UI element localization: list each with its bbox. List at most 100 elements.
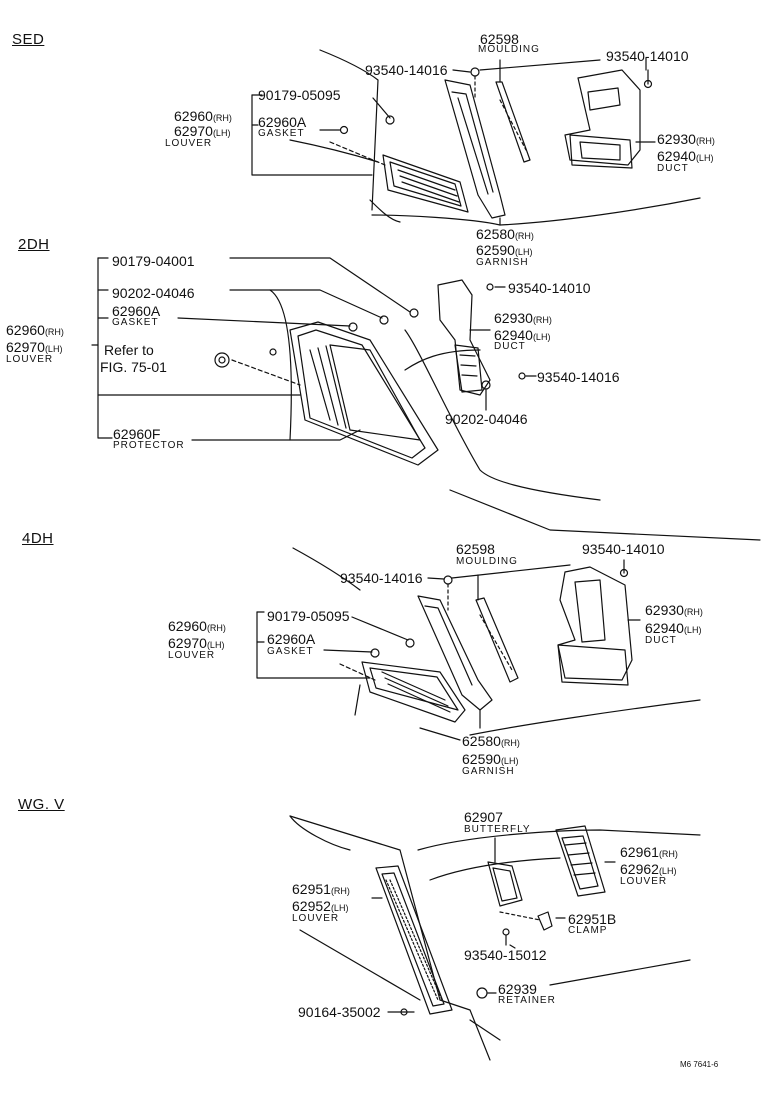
4dh-label-93540-14010: 93540-14010 <box>582 541 665 557</box>
2dh-label-90202-04046-a: 90202-04046 <box>112 285 195 301</box>
sed-label-garnish: GARNISH <box>476 257 529 268</box>
4dh-label-62970: 62970(LH) <box>168 635 225 651</box>
wgv-label-93540-15012: 93540-15012 <box>464 947 547 963</box>
4dh-label-garnish: GARNISH <box>462 766 515 777</box>
sed-label-62598: 62598 <box>480 31 519 47</box>
sed-label-93540-14016: 93540-14016 <box>365 62 448 78</box>
4dh-drawing <box>256 547 701 741</box>
wgv-screw-93540-icon <box>502 928 510 936</box>
sed-label-93540-14010: 93540-14010 <box>606 48 689 64</box>
wgv-label-62907: 62907 <box>464 809 503 825</box>
sed-label-90179-05095: 90179-05095 <box>258 87 341 103</box>
wgv-label-butterfly: BUTTERFLY <box>464 824 531 835</box>
wgv-butterfly-icon <box>487 861 523 907</box>
2dh-nut-90202-b-icon <box>481 380 491 390</box>
sed-label-duct: DUCT <box>657 163 689 174</box>
wgv-retainer-icon <box>476 987 488 999</box>
wgv-label-62961: 62961(RH) <box>620 844 678 860</box>
4dh-label-gasket: GASKET <box>267 646 314 657</box>
2dh-label-gasket: GASKET <box>112 317 159 328</box>
sed-label-gasket: GASKET <box>258 128 305 139</box>
4dh-label-louver: LOUVER <box>168 650 216 661</box>
sed-moulding-icon <box>495 81 531 163</box>
sed-label-louver: LOUVER <box>165 138 213 149</box>
figure-code: M6 7641-6 <box>680 1060 719 1069</box>
wgv-label-90164-35002: 90164-35002 <box>298 1004 381 1020</box>
2dh-drawing <box>91 257 761 541</box>
4dh-label-moulding: MOULDING <box>456 556 518 567</box>
2dh-label-fig-75-01: FIG. 75-01 <box>100 359 167 375</box>
2dh-screw-icon <box>269 348 277 356</box>
section-title-wgv: WG. V <box>18 796 65 813</box>
sed-drawing <box>251 49 701 226</box>
2dh-screw-93540-14016-icon <box>518 372 526 380</box>
2dh-label-protector: PROTECTOR <box>113 440 185 451</box>
wgv-label-62951b: 62951B <box>568 911 617 927</box>
2dh-nut-90202-icon <box>379 315 389 325</box>
2dh-label-93540-14010: 93540-14010 <box>508 280 591 296</box>
sed-nut-90179-icon <box>385 115 395 125</box>
wgv-louver-62951-icon <box>375 865 453 1015</box>
2dh-label-90202-04046-b: 90202-04046 <box>445 411 528 427</box>
wgv-drawing <box>289 815 701 1061</box>
sed-label-moulding: MOULDING <box>478 44 540 55</box>
4dh-label-62960: 62960(RH) <box>168 618 226 634</box>
4dh-screw-93540-14016-icon <box>443 575 453 585</box>
sed-gasket-icon <box>339 125 349 135</box>
wgv-label-retainer: RETAINER <box>498 995 556 1006</box>
4dh-label-62580: 62580(RH) <box>462 733 520 749</box>
4dh-label-62590: 62590(LH) <box>462 751 519 767</box>
4dh-nut-90179-icon <box>405 638 415 648</box>
sed-garnish-icon <box>444 79 506 219</box>
sed-label-62940: 62940(LH) <box>657 148 714 164</box>
2dh-label-62970: 62970(LH) <box>6 339 63 355</box>
2dh-label-62960: 62960(RH) <box>6 322 64 338</box>
sed-label-62930: 62930(RH) <box>657 131 715 147</box>
sed-screw-93540-14016-icon <box>470 67 480 77</box>
4dh-moulding-icon <box>475 597 519 683</box>
2dh-label-louver: LOUVER <box>6 354 54 365</box>
wgv-label-62962: 62962(LH) <box>620 861 677 877</box>
2dh-screw-93540-14010-icon <box>486 283 494 291</box>
4dh-gasket-icon <box>370 648 380 658</box>
sed-label-62960: 62960(RH) <box>174 108 232 124</box>
4dh-label-62598: 62598 <box>456 541 495 557</box>
wgv-label-62952: 62952(LH) <box>292 898 349 914</box>
section-title-sed: SED <box>12 31 45 48</box>
2dh-label-90179-04001: 90179-04001 <box>112 253 195 269</box>
2dh-duct-icon <box>437 279 491 396</box>
wgv-label-clamp: CLAMP <box>568 925 608 936</box>
4dh-louver-icon <box>361 661 466 723</box>
sed-label-62960a: 62960A <box>258 114 307 130</box>
4dh-label-62940: 62940(LH) <box>645 620 702 636</box>
4dh-label-62960a: 62960A <box>267 631 316 647</box>
section-title-4dh: 4DH <box>22 530 54 547</box>
section-title-2dh: 2DH <box>18 236 50 253</box>
4dh-label-62930: 62930(RH) <box>645 602 703 618</box>
4dh-label-93540-14016: 93540-14016 <box>340 570 423 586</box>
wgv-clamp-icon <box>537 911 553 931</box>
wgv-label-louver-62951: LOUVER <box>292 913 340 924</box>
2dh-label-93540-14016: 93540-14016 <box>537 369 620 385</box>
4dh-garnish-icon <box>417 595 493 711</box>
wgv-louver-62961-icon <box>555 825 606 897</box>
2dh-grommet-icon <box>214 352 230 368</box>
2dh-label-62960f: 62960F <box>113 426 161 442</box>
4dh-label-90179-05095: 90179-05095 <box>267 608 350 624</box>
2dh-label-62940: 62940(LH) <box>494 327 551 343</box>
wgv-label-louver-62961: LOUVER <box>620 876 668 887</box>
2dh-label-refer-to: Refer to <box>104 342 154 358</box>
2dh-gasket-icon <box>348 322 358 332</box>
2dh-label-62960a: 62960A <box>112 303 161 319</box>
sed-label-62580: 62580(RH) <box>476 226 534 242</box>
sed-label-62970: 62970(LH) <box>174 123 231 139</box>
2dh-louver-icon <box>289 321 439 466</box>
2dh-nut-90179-icon <box>409 308 419 318</box>
2dh-label-duct: DUCT <box>494 341 526 352</box>
sed-duct-icon <box>564 69 641 169</box>
wgv-label-62951: 62951(RH) <box>292 881 350 897</box>
sed-label-62590: 62590(LH) <box>476 242 533 258</box>
wgv-label-62939: 62939 <box>498 981 537 997</box>
4dh-label-duct: DUCT <box>645 635 677 646</box>
